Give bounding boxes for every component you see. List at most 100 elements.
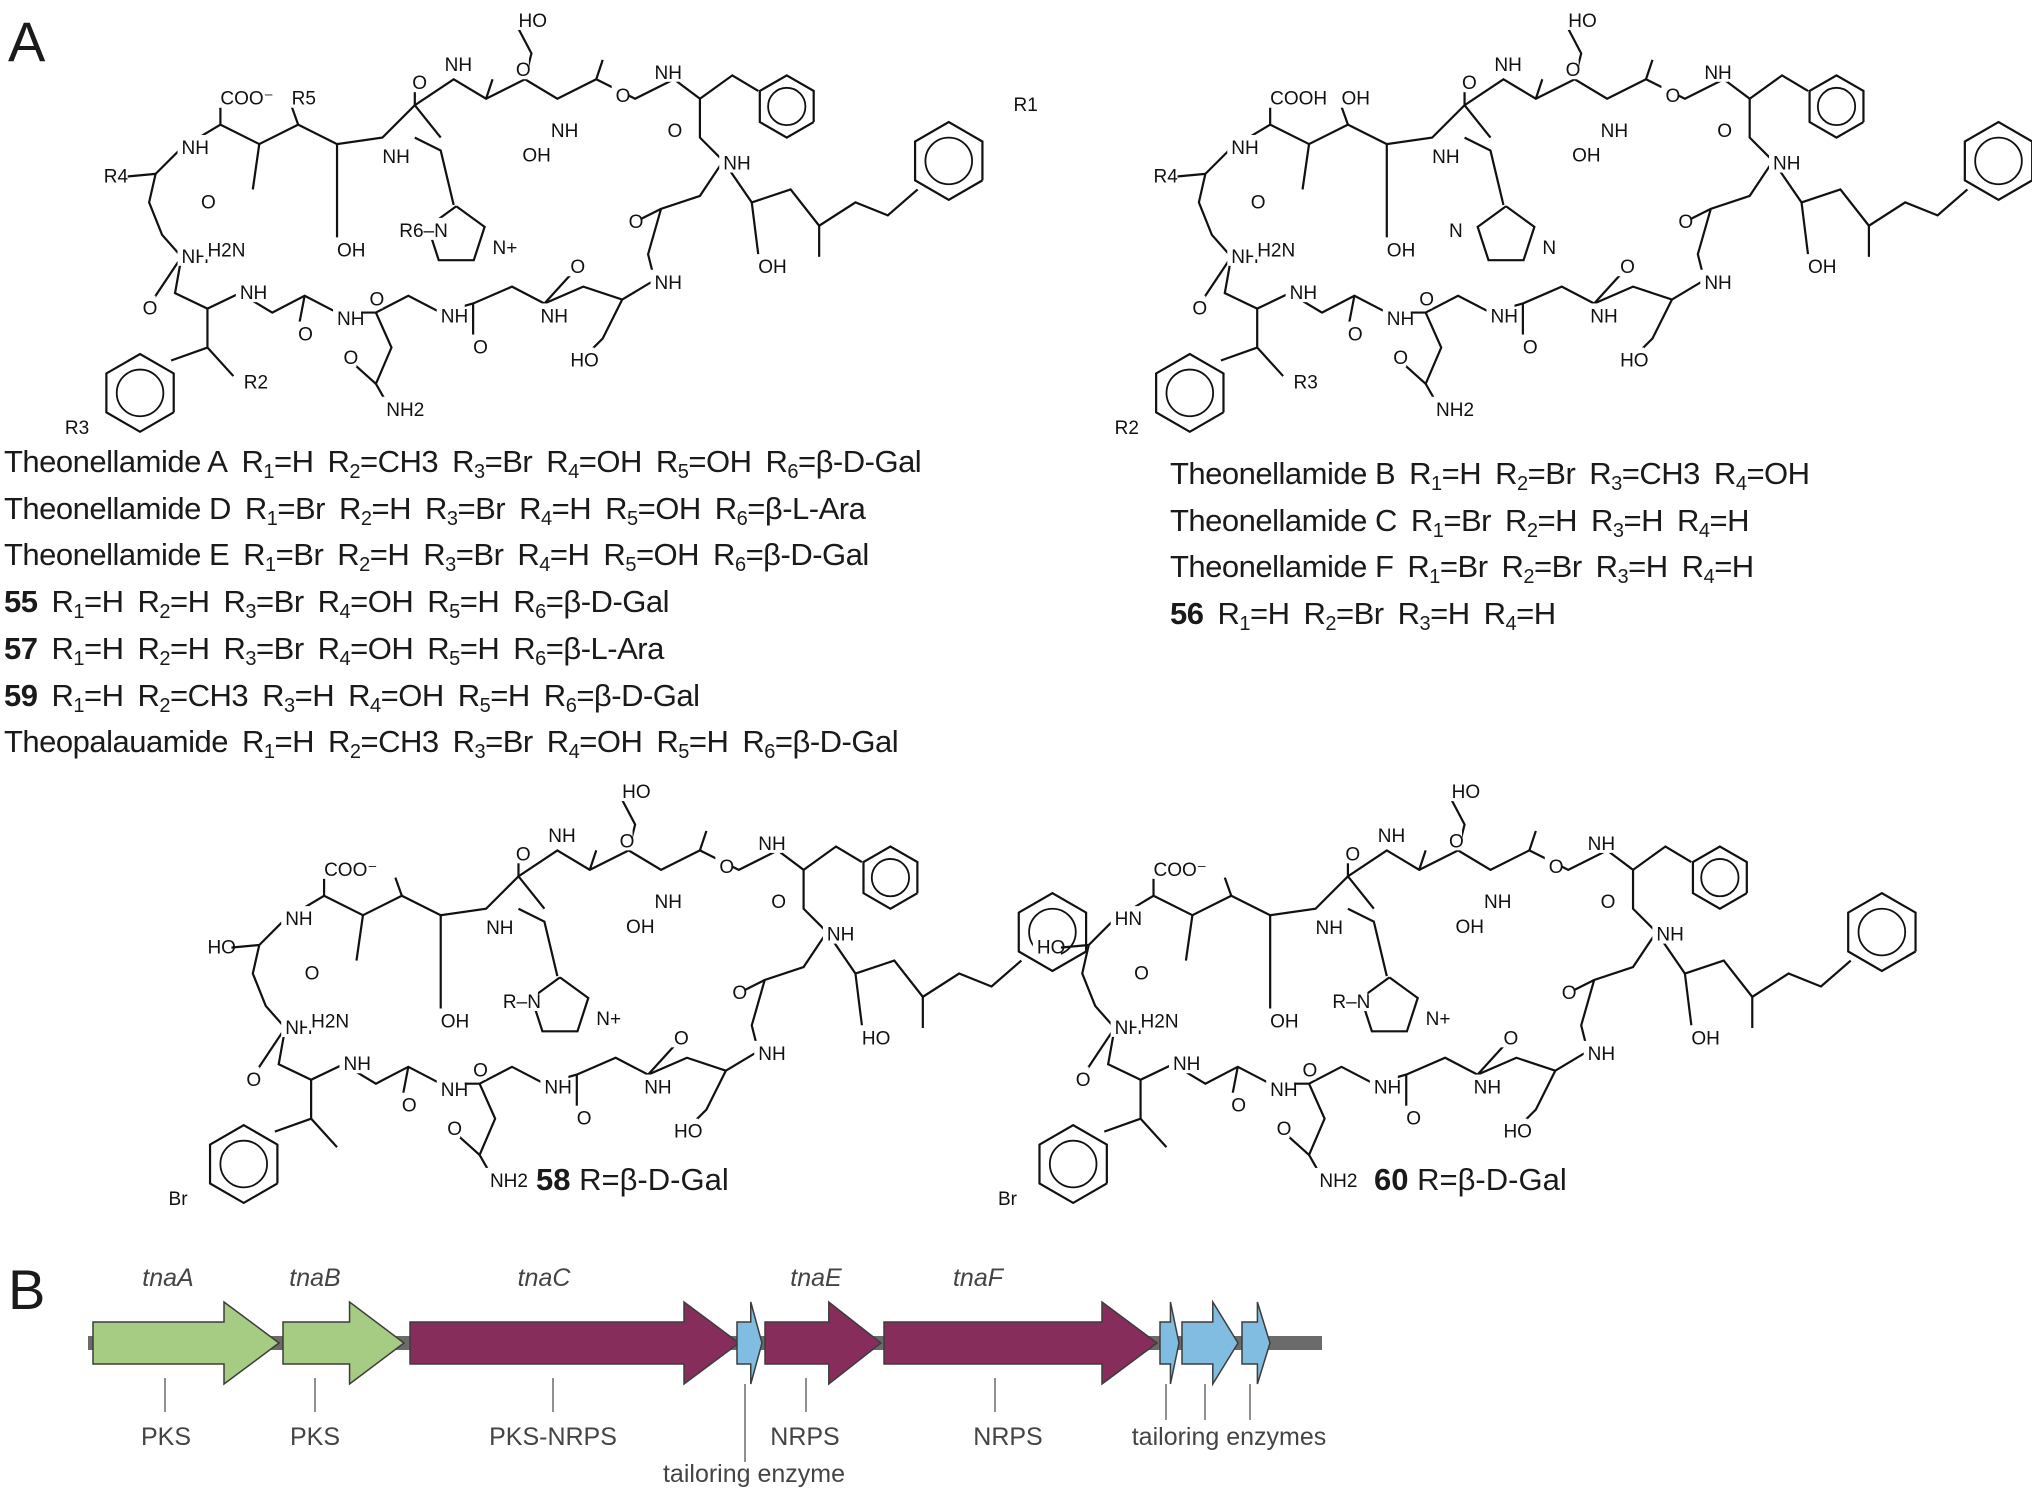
gene-function-label: tailoring enzymes — [1132, 1423, 1327, 1451]
atom-label: NH — [1115, 1018, 1142, 1039]
substituent-value: OH — [655, 490, 701, 526]
substituent-value: OH — [653, 537, 700, 573]
atom-label-bg — [1445, 828, 1463, 851]
atom-label-bg — [650, 269, 679, 292]
r-index: 6 — [535, 601, 546, 624]
atom-label: O — [298, 325, 313, 346]
compound-name: Theonellamide D — [4, 490, 231, 526]
macrocycle-bonds — [147, 77, 725, 314]
atom-label: NH — [1601, 121, 1628, 142]
atom-label-bg — [1451, 913, 1480, 936]
atom-label: O — [1251, 192, 1266, 213]
atom-label: O — [1523, 338, 1538, 359]
atom-label-bg — [382, 396, 422, 419]
atom-label: NH — [644, 1078, 671, 1099]
atom-label-bg — [566, 254, 584, 277]
side-chain-bond — [1632, 845, 1692, 871]
atom-label-bg — [1713, 118, 1731, 141]
atom-label: NH — [1231, 138, 1258, 159]
atom-label-bg — [1266, 1077, 1295, 1100]
atom-label: O — [674, 1028, 689, 1049]
side-chain-bond — [374, 312, 393, 403]
atom-label-bg — [1564, 7, 1593, 30]
side-chain-bond — [413, 104, 442, 139]
side-chain-bond — [1528, 830, 1537, 851]
atom-label: O — [1345, 844, 1360, 865]
substituent-value: OH — [398, 677, 444, 713]
substituent-value: H — [387, 537, 410, 573]
atom-label-bg — [1149, 163, 1178, 186]
side-chain-bond — [1223, 877, 1233, 897]
atom-label-bg — [1311, 915, 1340, 938]
atom-label-bg — [469, 334, 487, 357]
gene-function-label: PKS — [141, 1423, 191, 1451]
substituent-value: H — [101, 584, 124, 620]
atom-label-bg — [485, 1167, 525, 1190]
substituent-value: H — [1533, 596, 1556, 632]
r-index: 4 — [1698, 519, 1710, 542]
side-chain-bond — [1139, 1117, 1168, 1148]
substituent-r6: R6=β-L-Ara — [714, 490, 866, 530]
gene-function-label: NRPS — [973, 1423, 1042, 1451]
r-index: 6 — [764, 741, 775, 764]
atom-label-bg — [640, 1074, 669, 1097]
atom-label: O — [412, 73, 427, 94]
substituent-r1: R1=H — [51, 677, 124, 717]
gene-function-label: PKS — [290, 1423, 340, 1451]
atom-label-bg — [1227, 1092, 1245, 1115]
r-index: 6 — [734, 554, 746, 577]
side-chain-bond — [290, 106, 300, 126]
substituent-r3: R3=H — [1397, 596, 1471, 636]
r-index: 2 — [349, 741, 361, 764]
atom-label: O — [1678, 212, 1693, 233]
atom-label-bg — [1804, 254, 1832, 277]
side-chain-bond — [206, 346, 235, 377]
r-index: 1 — [73, 647, 84, 670]
r-index: 2 — [1523, 566, 1535, 589]
atom-label: O — [1620, 257, 1635, 278]
atom-label-bg — [1110, 414, 1139, 437]
macrocycle-bonds — [251, 849, 829, 1085]
atom-label-bg — [650, 59, 679, 82]
atom-label-bg — [488, 234, 517, 257]
atom-label: NH — [541, 306, 568, 327]
atom-label: NH — [1590, 306, 1617, 327]
substituent-r4: R4=OH — [546, 444, 642, 483]
atom-label: N+ — [493, 238, 518, 259]
side-chain-bond — [1060, 943, 1089, 949]
atom-label-bg — [1700, 269, 1729, 292]
substituent-r3: R3=Br — [425, 490, 506, 530]
r-index: 2 — [1325, 613, 1337, 636]
atom-label: NH2 — [386, 400, 424, 421]
r-index: 2 — [159, 601, 171, 624]
atom-label: HO — [1037, 938, 1066, 959]
atom-label: HO — [207, 938, 236, 959]
substituent-r1: R1=H — [1217, 596, 1290, 636]
phenyl-ring — [758, 74, 815, 139]
substituent-value: β-D-Gal — [593, 677, 700, 713]
side-chain-bond — [854, 973, 864, 1026]
atom-label: NH — [544, 1078, 571, 1099]
substituent-value: OH — [596, 724, 643, 760]
atom-label: NH — [1494, 55, 1521, 76]
atom-label-bg — [1457, 70, 1475, 93]
atom-label: O — [1503, 1028, 1518, 1049]
r-index: 3 — [1419, 613, 1431, 636]
phenyl-ring — [208, 1123, 279, 1205]
r-index: 2 — [1517, 473, 1528, 495]
substituent-r3: R3=Br — [452, 724, 534, 764]
substituent-value: H — [187, 630, 210, 666]
atom-label: O — [719, 857, 734, 878]
atom-label: NH — [445, 55, 472, 76]
atom-label: O — [1449, 831, 1464, 852]
atom-label: O — [1406, 1109, 1421, 1130]
atom-label-bg — [307, 1008, 347, 1031]
atom-label-bg — [1389, 344, 1407, 367]
atom-label: N+ — [1426, 1009, 1451, 1030]
atom-label: OH — [1387, 240, 1416, 261]
r-index: 4 — [568, 741, 580, 764]
atom-label-bg — [440, 52, 469, 75]
atom-label: R1 — [1014, 95, 1038, 116]
substituent-r4: R4=OH — [546, 724, 643, 764]
atom-label-bg — [1315, 1167, 1355, 1190]
